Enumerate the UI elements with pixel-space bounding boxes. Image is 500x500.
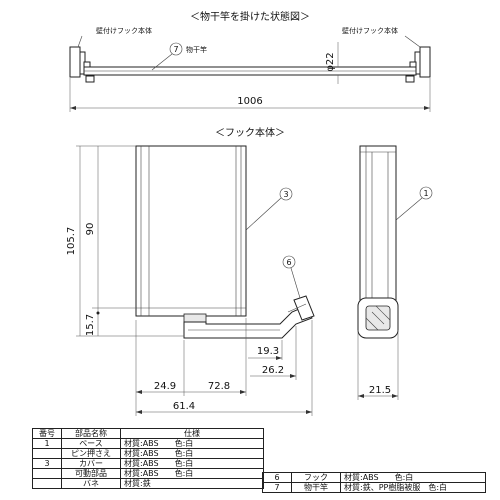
row-spec: 材質:ABS 色:白 xyxy=(120,448,264,459)
dim-width-24-9: 24.9 xyxy=(154,381,176,392)
row-spec: 材質:ABS 色:白 xyxy=(120,468,264,479)
dim-width-61-4: 61.4 xyxy=(173,401,195,412)
assembled-view-title: ＜物干竿を掛けた状態図＞ xyxy=(190,10,310,23)
row-number xyxy=(32,478,62,489)
callout-6: 6 xyxy=(286,258,291,267)
dim-overall-height: 105.7 xyxy=(66,227,77,256)
row-number: 1 xyxy=(32,438,62,449)
callout-1-circle xyxy=(419,186,433,200)
row-part-name: カバー xyxy=(61,458,121,469)
row-number: 7 xyxy=(262,482,292,493)
hook-horizontal-dimensions: 24.9 72.8 61.4 xyxy=(135,318,313,416)
left-wall-hook xyxy=(69,46,95,83)
callout-3: 3 xyxy=(283,190,288,199)
total-length: 1006 xyxy=(237,96,262,107)
row-part-name: ベース xyxy=(61,438,121,449)
header-number: 番号 xyxy=(32,428,62,439)
pole-label: 物干竿 xyxy=(186,45,207,54)
row-number: 3 xyxy=(32,458,62,469)
dim-width-72-8: 72.8 xyxy=(208,381,230,392)
callout-3-circle xyxy=(279,187,293,201)
dim-arm-19-3: 19.3 xyxy=(257,346,279,357)
table-row: ピン押さえ 材質:ABS 色:白 xyxy=(32,448,264,459)
row-number: 6 xyxy=(262,472,292,483)
assembled-view: 壁付けフック本体 壁付けフック本体 7 物干竿 φ22 1006 xyxy=(69,26,431,112)
hook-side-view: 21.5 xyxy=(357,145,399,400)
row-spec: 材質:ABS 色:白 xyxy=(120,438,264,449)
table-row: 可動部品 材質:ABS 色:白 xyxy=(32,468,264,479)
row-part-name: 物干竿 xyxy=(291,482,341,493)
header-part-name: 部品名称 xyxy=(61,428,121,439)
hook-body-title: ＜フック本体＞ xyxy=(215,126,285,139)
left-hook-label: 壁付けフック本体 xyxy=(96,26,152,35)
row-spec: 材質:ABS 色:白 xyxy=(120,458,264,469)
pole-diameter: φ22 xyxy=(325,52,336,71)
row-part-name: バネ xyxy=(61,478,121,489)
hook-vertical-dimensions: 105.7 90 15.7 xyxy=(66,145,184,337)
table-row: 7 物干竿 材質:鉄、PP樹脂被服 色:白 xyxy=(262,482,486,493)
table-row: 6 フック 材質:ABS 色:白 xyxy=(262,472,486,483)
dim-depth: 21.5 xyxy=(369,385,391,396)
parts-table-continued: 6 フック 材質:ABS 色:白 7 物干竿 材質:鉄、PP樹脂被服 色:白 xyxy=(262,472,486,493)
row-spec: 材質:鉄、PP樹脂被服 色:白 xyxy=(340,482,486,493)
parts-table: 番号 部品名称 仕様 1 ベース 材質:ABS 色:白 ピン押さえ 材質:ABS… xyxy=(32,428,264,489)
pole-callout-number: 7 xyxy=(173,45,178,54)
callout-6-circle xyxy=(282,255,296,269)
row-spec: 材質:ABS 色:白 xyxy=(340,472,486,483)
table-row: 3 カバー 材質:ABS 色:白 xyxy=(32,458,264,469)
dim-body-height: 90 xyxy=(85,223,96,236)
row-part-name: フック xyxy=(291,472,341,483)
dim-arm-26-2: 26.2 xyxy=(262,365,284,376)
callout-1: 1 xyxy=(423,189,428,198)
right-wall-hook xyxy=(405,46,431,83)
hook-front-view xyxy=(135,145,315,339)
row-number xyxy=(32,448,62,459)
arm-dimensions: 19.3 26.2 xyxy=(248,326,297,380)
row-part-name: ピン押さえ xyxy=(61,448,121,459)
table-row: 1 ベース 材質:ABS 色:白 xyxy=(32,438,264,449)
table-header-row: 番号 部品名称 仕様 xyxy=(32,428,264,439)
right-hook-label: 壁付けフック本体 xyxy=(342,26,398,35)
row-spec: 材質:鉄 xyxy=(120,478,264,489)
header-spec: 仕様 xyxy=(120,428,264,439)
table-row: バネ 材質:鉄 xyxy=(32,478,264,489)
pole-callout-circle xyxy=(169,42,183,56)
dim-bottom-offset: 15.7 xyxy=(85,314,96,336)
row-part-name: 可動部品 xyxy=(61,468,121,479)
row-number xyxy=(32,468,62,479)
